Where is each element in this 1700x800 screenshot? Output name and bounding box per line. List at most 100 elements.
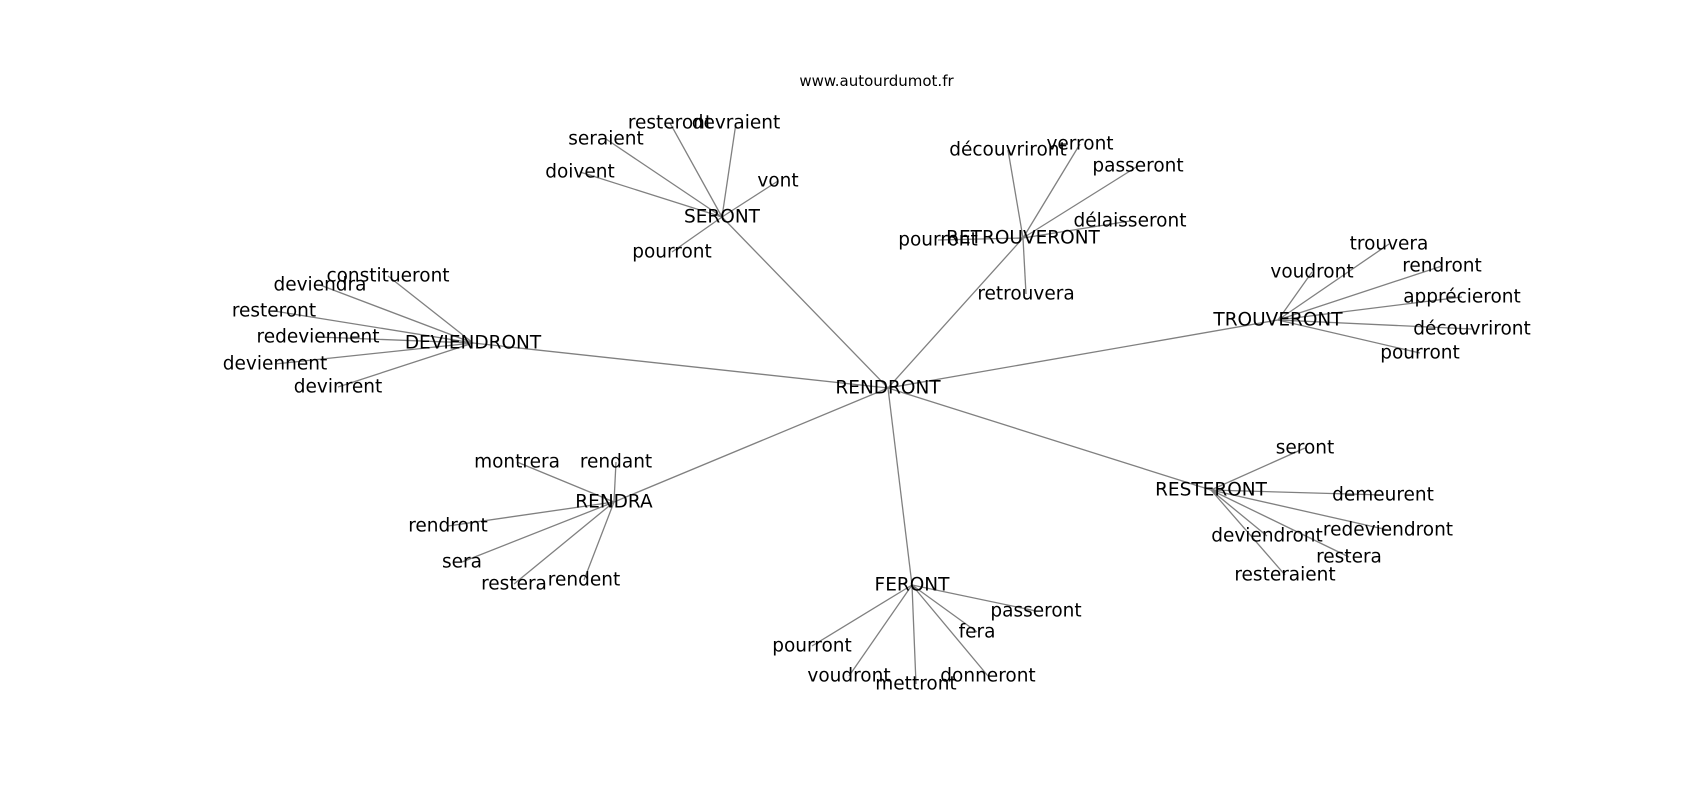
edge-hub-to-leaf: [911, 584, 917, 685]
leaf-node-label: rendront: [1402, 256, 1482, 277]
edge-hub-to-leaf: [516, 461, 615, 503]
leaf-node-label: deviendront: [1211, 526, 1323, 547]
hub-node-label: RETROUVERONT: [946, 228, 1100, 249]
edge-hub-to-leaf: [583, 501, 615, 581]
leaf-node-label: devinrent: [294, 377, 383, 398]
leaf-node-label: devraient: [692, 113, 781, 134]
edge-hub-to-leaf: [671, 216, 723, 253]
edge-hub-to-leaf: [319, 284, 474, 344]
hub-node-label: RESTERONT: [1155, 480, 1268, 501]
leaf-node-label: deviendra: [273, 275, 366, 296]
edge-center-to-hub: [613, 387, 889, 503]
edge-hub-to-leaf: [1210, 489, 1286, 576]
edge-hub-to-leaf: [387, 275, 474, 344]
leaf-node-label: sera: [442, 552, 482, 573]
leaf-node-label: restera: [1316, 547, 1382, 568]
edge-hub-to-leaf: [1277, 243, 1390, 321]
leaf-node-label: apprécieront: [1403, 287, 1521, 308]
edge-hub-to-leaf: [1210, 489, 1268, 537]
edges: [273, 122, 1473, 685]
leaf-node-label: pourront: [632, 242, 712, 263]
leaf-node-label: verront: [1046, 134, 1113, 155]
edge-hub-to-leaf: [937, 237, 1024, 241]
labels: RENDRONTSERONTresterontdevraientseraient…: [223, 113, 1531, 695]
leaf-node-label: trouvera: [1350, 234, 1429, 255]
leaf-node-label: seront: [1276, 438, 1335, 459]
leaf-node-label: donneront: [940, 666, 1035, 687]
edge-hub-to-leaf: [1210, 489, 1389, 531]
edge-hub-to-leaf: [273, 310, 474, 344]
edge-hub-to-leaf: [1022, 143, 1081, 239]
edge-hub-to-leaf: [911, 584, 978, 633]
edge-hub-to-leaf: [1210, 447, 1306, 491]
leaf-node-label: fera: [959, 622, 996, 643]
center-node-label: RENDRONT: [835, 378, 941, 399]
leaf-node-label: voudront: [1270, 262, 1353, 283]
leaf-node-label: redeviendront: [1323, 520, 1453, 541]
edge-hub-to-leaf: [1022, 220, 1131, 239]
edge-hub-to-leaf: [721, 180, 779, 218]
edge-hub-to-leaf: [1277, 265, 1443, 321]
edge-hub-to-leaf: [721, 122, 737, 218]
leaf-node-label: resteront: [232, 301, 316, 322]
hub-node-label: SERONT: [684, 207, 761, 228]
leaf-node-label: doivent: [545, 162, 615, 183]
leaf-node-label: restera: [481, 574, 547, 595]
leaf-node-label: pourront: [1380, 343, 1460, 364]
leaf-node-label: rendant: [580, 452, 652, 473]
edge-hub-to-leaf: [911, 584, 1037, 612]
hub-node-label: TROUVERONT: [1212, 310, 1343, 331]
leaf-node-label: rendront: [408, 516, 488, 537]
edge-hub-to-leaf: [1277, 319, 1421, 354]
edge-hub-to-leaf: [317, 336, 474, 344]
edge-hub-to-leaf: [911, 584, 989, 677]
edge-center-to-hub: [887, 237, 1024, 389]
edge-hub-to-leaf: [513, 501, 615, 585]
leaf-node-label: retrouvera: [977, 284, 1074, 305]
hub-node-label: FERONT: [875, 575, 951, 596]
edge-hub-to-leaf: [605, 138, 723, 218]
hub-node-label: DEVIENDRONT: [405, 333, 542, 354]
leaf-node-label: constitueront: [326, 266, 449, 287]
edge-hub-to-leaf: [1022, 237, 1027, 295]
edge-hub-to-leaf: [1210, 489, 1384, 496]
leaf-node-label: pourront: [898, 230, 978, 251]
edge-center-to-hub: [887, 387, 1212, 491]
edge-hub-to-leaf: [1277, 319, 1473, 330]
hub-node-label: RENDRA: [575, 492, 653, 513]
watermark: www.autourdumot.fr: [799, 72, 954, 90]
edge-hub-to-leaf: [1007, 149, 1024, 239]
edge-center-to-hub: [887, 387, 913, 586]
leaf-node-label: découvriront: [949, 140, 1067, 161]
edge-hub-to-leaf: [669, 122, 723, 218]
leaf-node-label: délaisseront: [1074, 211, 1187, 232]
edge-hub-to-leaf: [1277, 271, 1313, 321]
edge-hub-to-leaf: [461, 501, 615, 563]
edge-hub-to-leaf: [613, 461, 617, 503]
leaf-node-label: vont: [757, 171, 798, 192]
edge-center-to-hub: [472, 342, 889, 389]
edge-hub-to-leaf: [337, 342, 474, 388]
leaf-node-label: seraient: [568, 129, 643, 150]
leaf-node-label: passeront: [990, 601, 1081, 622]
leaf-node-label: resteront: [628, 113, 712, 134]
leaf-node-label: pourront: [772, 636, 852, 657]
leaf-node-label: resteraient: [1234, 565, 1335, 586]
leaf-node-label: deviennent: [223, 354, 327, 375]
leaf-node-label: rendent: [548, 570, 620, 591]
edge-center-to-hub: [721, 216, 889, 389]
edge-hub-to-leaf: [1210, 489, 1350, 558]
leaf-node-label: montrera: [474, 452, 560, 473]
edge-hub-to-leaf: [1022, 165, 1139, 239]
leaf-node-label: demeurent: [1332, 485, 1434, 506]
leaf-node-label: redeviennent: [257, 327, 380, 348]
edge-hub-to-leaf: [1277, 296, 1463, 321]
edge-center-to-hub: [887, 319, 1279, 389]
edge-hub-to-leaf: [579, 171, 723, 218]
edge-hub-to-leaf: [274, 342, 474, 365]
leaf-node-label: mettront: [875, 674, 956, 695]
leaf-node-label: passeront: [1092, 156, 1183, 177]
edge-hub-to-leaf: [447, 501, 615, 527]
leaf-node-label: voudront: [807, 666, 890, 687]
